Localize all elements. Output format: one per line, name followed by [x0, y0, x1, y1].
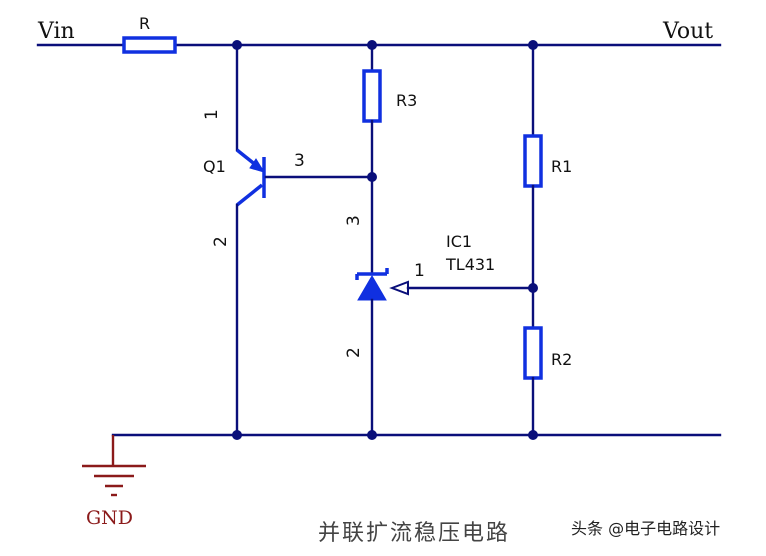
q1-pin-1-label: 1 [202, 109, 222, 120]
ground-symbol [82, 435, 146, 497]
junction-dot [528, 430, 538, 440]
q1-pin-3-label: 3 [294, 151, 305, 171]
junction-dot [367, 40, 377, 50]
resistor-r2-label: R2 [551, 350, 572, 369]
resistor-r-label: R [139, 14, 150, 33]
q1-label: Q1 [203, 157, 226, 176]
junction-dot [367, 430, 377, 440]
q1-emitter-arrow [249, 158, 266, 173]
junction-dot [528, 283, 538, 293]
junction-dot [232, 40, 242, 50]
resistor-r-body [122, 36, 177, 54]
resistor-r2-body [523, 326, 543, 380]
tl431-pin-2-label: 2 [344, 347, 364, 358]
vout-label: Vout [662, 19, 713, 44]
tl431-symbol [355, 268, 389, 301]
tl431-pin-1-label: 1 [414, 261, 425, 281]
resistor-r3-body [362, 69, 382, 123]
resistor-r1-label: R1 [551, 157, 572, 176]
q1-collector-lead [235, 183, 264, 207]
tl431-ref-arrow [389, 280, 409, 296]
junction-dot [367, 172, 377, 182]
gnd-label: GND [86, 507, 133, 529]
vin-label: Vin [37, 19, 75, 44]
resistor-r3-label: R3 [396, 91, 417, 110]
tl431-part-label: TL431 [445, 255, 495, 274]
junction-dot [232, 430, 242, 440]
q1-pin-2-label: 2 [211, 236, 231, 247]
tl431-pin-3-label: 3 [344, 215, 364, 226]
credit-watermark: 头条 @电子电路设计 [571, 519, 720, 538]
ic1-label: IC1 [446, 232, 472, 251]
diagram-caption: 并联扩流稳压电路 [318, 521, 510, 546]
resistor-r1-body [523, 134, 543, 188]
junction-dot [528, 40, 538, 50]
